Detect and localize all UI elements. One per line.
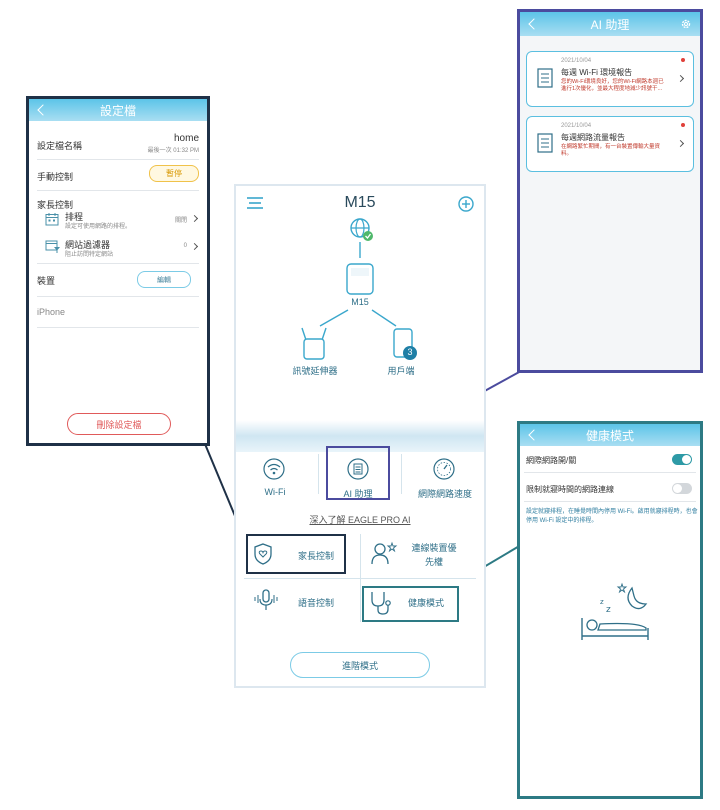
parental-control-label: 家長控制 [298,551,335,561]
learn-more-link[interactable]: 深入了解 EAGLE PRO AI [309,515,411,525]
schedule-value: 關閉 [174,218,187,224]
report-card[interactable]: 2021/10/04 每週 Wi-Fi 環境報告 您的Wi-Fi環境良好，您的W… [526,51,694,107]
profile-name-row[interactable]: 設定檔名稱 home 最後一次 01:32 PM [37,133,199,155]
internet-globe-icon[interactable] [348,216,374,242]
clients-label: 用戶端 [387,366,415,376]
ai-assistant-label: AI 助理 [343,489,373,499]
microphone-icon[interactable] [252,588,280,612]
report-title: 每週網路流量報告 [561,133,625,142]
website-filter-row[interactable]: 網站過濾器 阻止訪問特定網站 0 [37,238,199,260]
report-date: 2021/10/04 [561,58,592,64]
chevron-right-icon [190,242,199,251]
profile-name-label: 設定檔名稱 [37,141,83,151]
ai-header: AI 助理 [520,12,700,36]
extender-icon[interactable] [296,326,332,362]
clients-count-badge: 3 [407,347,413,357]
svg-text:z: z [606,605,611,615]
report-desc: 在網路繁忙期間，有一台裝置傳輸大量資料。 [561,144,661,158]
gear-icon[interactable] [680,18,692,30]
shield-heart-icon [254,543,272,565]
internet-toggle[interactable] [672,454,692,465]
clients-device-icon[interactable] [388,326,424,362]
delete-profile-button[interactable]: 刪除設定檔 [67,413,171,435]
report-icon [537,68,553,88]
report-title: 每週 Wi-Fi 環境報告 [561,68,633,77]
main-phone-screen: M15 M15 訊號延伸器 3 用戶端 W [234,184,486,688]
wifi-icon[interactable] [263,458,285,480]
device-title: M15 [344,194,376,211]
chevron-right-icon [190,214,199,223]
filter-desc: 阻止訪問特定網站 [65,252,114,258]
last-time-text: 最後一次 01:32 PM [147,148,199,154]
back-icon[interactable] [37,104,49,116]
schedule-title: 排程 [65,212,84,222]
internet-speed-label[interactable]: 網際網路速度 [417,489,472,499]
report-desc: 您的Wi-Fi環境良好，您的Wi-Fi網路本週已進行1次優化，並最大程度地減少訊… [561,79,664,93]
stethoscope-icon [371,592,391,615]
report-card[interactable]: 2021/10/04 每週網路流量報告 在網路繁忙期間，有一台裝置傳輸大量資料。 [526,116,694,172]
bedtime-toggle-label: 限制就寢時間的網路連線 [526,485,614,494]
sleeping-bed-icon: z z [581,582,649,640]
schedule-row[interactable]: 排程 設定可使用網路的排程。 關閉 [37,210,199,232]
extender-label: 訊號延伸器 [292,366,338,376]
settings-header: 設定檔 [29,99,207,121]
health-mode-panel: 健康模式 網際網路開/關 限制就寢時間的網路連線 設定就寢排程，在睡覺時間內停用… [517,421,703,799]
chevron-right-icon [676,139,685,148]
ai-title: AI 助理 [590,17,630,32]
report-icon [537,133,553,153]
schedule-desc: 設定可使用網路的排程。 [65,224,132,230]
device-priority-label-line1: 連線裝置優 [411,543,457,553]
ai-report-icon [347,458,369,480]
devices-row: 裝置 編輯 [37,271,199,291]
voice-control-label[interactable]: 語音控制 [298,598,335,608]
back-icon[interactable] [528,18,540,30]
wifi-label[interactable]: Wi-Fi [264,487,286,497]
filter-title: 網站過濾器 [65,240,111,250]
edit-button[interactable]: 編輯 [137,271,191,288]
parental-control-tile[interactable] [246,534,346,574]
manual-control-row: 手動控制 暫停 [37,165,199,185]
unread-dot [681,58,685,62]
filter-value: 0 [183,243,187,249]
health-mode-label: 健康模式 [408,598,445,608]
ai-assistant-tile[interactable] [326,446,390,500]
back-icon[interactable] [528,429,540,441]
pause-button[interactable]: 暫停 [149,165,199,182]
device-priority-icon[interactable] [370,540,400,566]
svg-text:z: z [600,598,604,606]
health-mode-tile[interactable] [362,586,459,622]
menu-icon[interactable] [247,197,263,209]
chevron-right-icon [676,74,685,83]
router-icon[interactable] [344,260,376,296]
add-icon[interactable] [458,196,474,212]
internet-toggle-label: 網際網路開/關 [526,456,577,465]
manual-control-label: 手動控制 [37,172,74,182]
network-topology [319,242,397,327]
ai-assistant-panel: AI 助理 2021/10/04 每週 Wi-Fi 環境報告 您的Wi-Fi環境… [517,9,703,373]
devices-label: 裝置 [37,276,56,286]
speedometer-icon[interactable] [433,458,455,480]
health-title: 健康模式 [585,428,634,443]
profile-name-value: home [173,133,199,144]
device-priority-label[interactable]: 連線裝置優 先權 [402,542,466,569]
advanced-mode-button[interactable]: 進階模式 [290,652,430,678]
settings-title: 設定檔 [99,103,136,118]
bedtime-toggle[interactable] [672,483,692,494]
unread-dot [681,123,685,127]
settings-panel: 設定檔 設定檔名稱 home 最後一次 01:32 PM 手動控制 暫停 家長控… [26,96,210,446]
device-priority-label-line2: 先權 [424,556,443,567]
parental-control-label: 家長控制 [37,200,74,210]
website-filter-icon [45,240,60,253]
device-item-iphone[interactable]: iPhone [37,307,66,317]
report-date: 2021/10/04 [561,123,592,129]
router-label: M15 [351,297,369,307]
health-description: 設定就寢排程，在睡覺時間內停用 Wi-Fi。啟用就寢排程時，也會停用 Wi-Fi… [526,509,698,524]
health-header: 健康模式 [520,424,700,446]
calendar-icon [45,213,59,226]
